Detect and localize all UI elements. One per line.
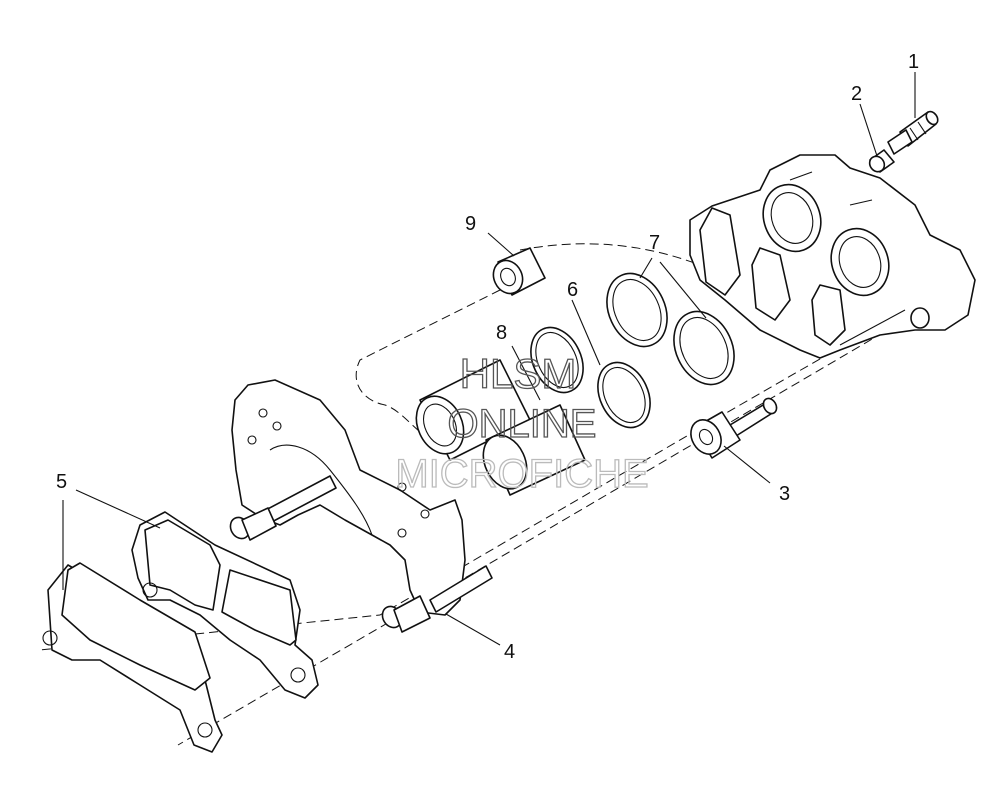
part-dust-seal xyxy=(530,326,651,429)
leader-8 xyxy=(511,345,541,401)
callout-numbers: 1 2 3 4 5 6 7 8 9 xyxy=(56,51,919,663)
piston-8b-face xyxy=(482,434,528,490)
part-dust-cap xyxy=(868,149,895,173)
housing-finger-mid xyxy=(751,247,791,321)
seal-7a xyxy=(606,272,668,348)
callout-9: 9 xyxy=(465,213,476,235)
pad-friction-inner-b xyxy=(221,569,297,646)
callout-8: 8 xyxy=(496,322,507,344)
piston-bore-2 xyxy=(830,227,890,297)
callout-1: 1 xyxy=(908,51,919,73)
upper-loop-line xyxy=(355,289,501,441)
leader-lines xyxy=(62,72,916,646)
leader-7b xyxy=(659,261,707,319)
bolt-head xyxy=(762,397,778,415)
part-piston-seal xyxy=(606,272,735,386)
bleeder-hex xyxy=(887,129,913,155)
part-piston xyxy=(415,359,586,496)
callout-7: 7 xyxy=(649,232,660,254)
watermark: HLSM ONLINE MICROFICHE xyxy=(395,349,650,496)
callout-6: 6 xyxy=(567,279,578,301)
part-guide-bolt xyxy=(690,397,778,459)
leader-6 xyxy=(571,299,601,366)
bleeder-tip xyxy=(925,110,939,126)
part-caliper-housing xyxy=(689,154,976,359)
watermark-line-2: ONLINE xyxy=(448,402,597,446)
bracket-pin-lower xyxy=(429,565,493,613)
callout-2: 2 xyxy=(851,83,862,105)
callout-5: 5 xyxy=(56,471,67,493)
part-bleeder-screw xyxy=(887,110,939,155)
seal-6b xyxy=(597,361,651,429)
callout-3: 3 xyxy=(779,483,790,505)
housing-finger-left xyxy=(699,207,741,296)
leader-9 xyxy=(487,232,515,257)
piston-8a-face xyxy=(415,395,465,455)
watermark-line-3: MICROFICHE xyxy=(395,452,648,496)
leader-7a xyxy=(639,257,653,279)
leader-3 xyxy=(723,445,771,484)
seal-axis-line xyxy=(519,243,701,266)
bolt-boot-face xyxy=(690,419,722,455)
housing-bolt-hole xyxy=(910,307,930,329)
piston-bore-1 xyxy=(762,183,822,253)
bushing-face xyxy=(492,259,524,295)
callout-4: 4 xyxy=(504,641,515,663)
seal-6a xyxy=(530,326,584,394)
leader-4 xyxy=(445,613,501,646)
cap-face xyxy=(868,155,886,173)
pad-friction-outer xyxy=(61,562,211,691)
part-brake-pads xyxy=(42,511,319,753)
watermark-line-1: HLSM xyxy=(460,350,577,397)
housing-finger-right xyxy=(811,284,846,346)
part-caliper-bracket xyxy=(229,379,493,633)
bolt-axis-line xyxy=(39,309,906,651)
leader-2 xyxy=(859,103,878,157)
part-bushing xyxy=(492,247,546,296)
leader-5a xyxy=(75,489,161,529)
